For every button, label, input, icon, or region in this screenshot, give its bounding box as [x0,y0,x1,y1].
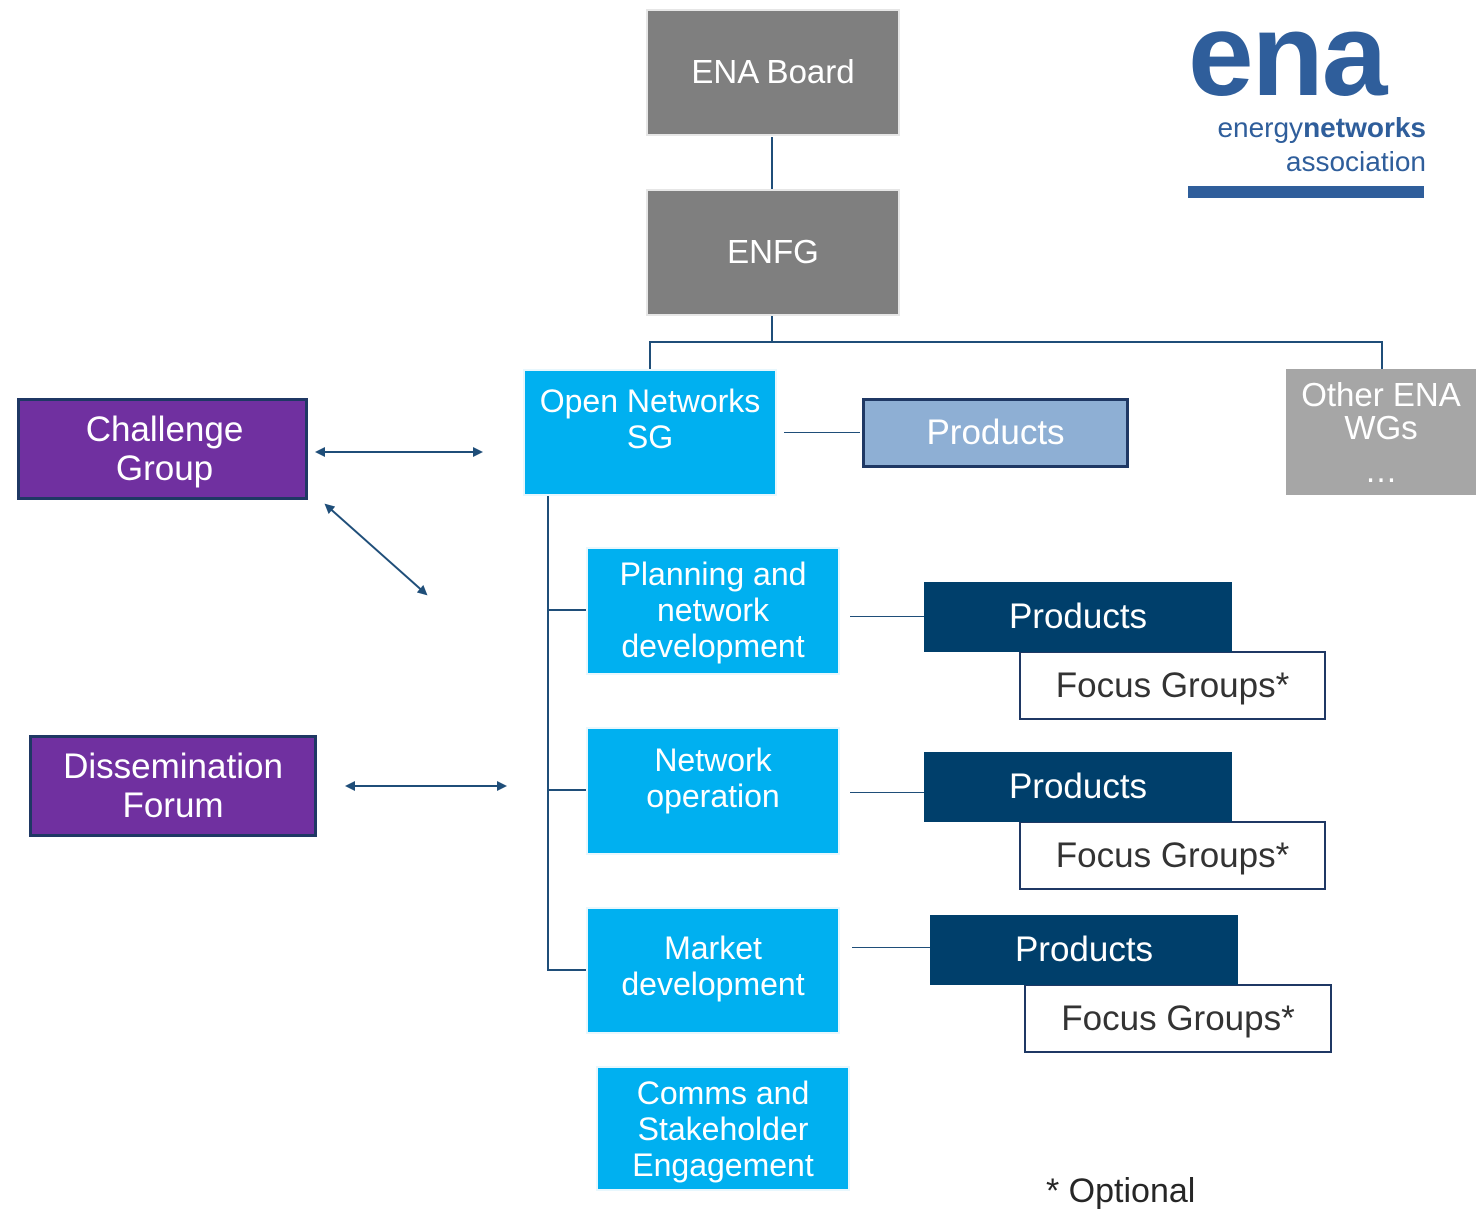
ena-board-box: ENA Board [646,9,900,136]
logo-wordmark: ena [1188,0,1387,121]
connector-open-networks-products [784,432,860,433]
connector-planning-products [850,616,924,617]
products-label-2: Products [1008,767,1148,807]
connector-enfg-down [771,316,773,342]
challenge-label-line2: Group [115,449,214,488]
enfg-box: ENFG [646,189,900,316]
open-networks-label-line2: SG [626,418,674,455]
market-development-box: Market development [586,907,840,1034]
connector-network-op-products [850,792,924,793]
dissemination-forum-box: Dissemination Forum [29,735,317,837]
logo-energy: energy [1217,112,1304,143]
logo-networks: networks [1303,112,1426,143]
challenge-label-line1: Challenge [85,409,244,449]
open-networks-sg-box: Open Networks SG [523,369,777,496]
comms-label-line3: Engagement [632,1146,814,1183]
planning-label-line1: Planning and [619,556,807,593]
logo-energy-networks: energynetworks [1217,114,1426,142]
other-ena-wgs-box: Other ENA WGs … [1286,369,1476,495]
arrow-challenge-planning [324,503,428,596]
enfg-label: ENFG [727,233,819,271]
ena-logo: ena energynetworks association [1188,0,1426,200]
comms-stakeholder-engagement-box: Comms and Stakeholder Engagement [596,1066,850,1191]
network-op-label-line1: Network [654,742,772,779]
products-box-2: Products [924,752,1232,822]
market-label-line2: development [621,965,805,1002]
focus-groups-label-1: Focus Groups* [1055,665,1290,705]
challenge-group-box: Challenge Group [17,398,308,500]
products-box-3: Products [930,915,1238,985]
products-label-1: Products [1008,597,1148,637]
ena-board-label: ENA Board [691,53,855,91]
comms-label-line2: Stakeholder [637,1110,809,1147]
market-label-line1: Market [664,929,762,966]
footnote-optional: * Optional [1046,1172,1196,1210]
products-label-3: Products [1014,930,1154,970]
focus-groups-box-2: Focus Groups* [1019,821,1326,890]
other-wgs-label-line2: WGs [1344,408,1418,446]
products-top-box: Products [862,398,1129,468]
connector-market-products [852,947,930,948]
connector-to-other-wgs [1381,341,1383,369]
focus-groups-box-3: Focus Groups* [1024,984,1332,1053]
focus-groups-label-2: Focus Groups* [1055,835,1290,875]
connector-vertical-sg [547,496,549,971]
comms-label-line1: Comms and [636,1075,810,1111]
other-wgs-label-line1: Other ENA [1301,375,1461,413]
connector-horizontal-top [649,341,1383,343]
planning-label-line3: development [621,627,805,664]
focus-groups-label-3: Focus Groups* [1061,998,1295,1038]
open-networks-label-line1: Open Networks [539,382,761,419]
connector-board-enfg [771,137,773,189]
network-operation-box: Network operation [586,727,840,855]
connector-to-planning [547,609,587,611]
connector-to-market [547,969,587,971]
dissemination-label-line1: Dissemination [63,746,283,786]
focus-groups-box-1: Focus Groups* [1019,651,1326,720]
logo-underline-bar [1188,186,1424,198]
dissemination-label-line2: Forum [122,786,224,825]
planning-label-line2: network [656,592,770,629]
network-op-label-line2: operation [646,778,780,814]
logo-association: association [1285,146,1426,177]
connector-to-network-op [547,789,587,791]
connector-to-open-networks [649,341,651,369]
products-box-1: Products [924,582,1232,652]
planning-network-development-box: Planning and network development [586,547,840,675]
products-top-label: Products [926,413,1065,453]
other-wgs-label-line3: … [1364,451,1398,489]
